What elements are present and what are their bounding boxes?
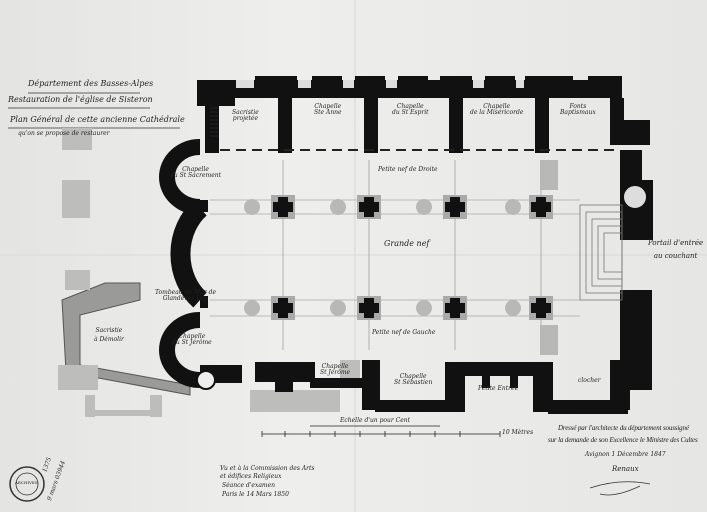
ghost-foundations [58, 128, 360, 417]
apses [159, 139, 207, 388]
signature-place-date: Avignon 1 Décembre 1847 [585, 451, 666, 458]
approval-line-2: et édifices Religieux [220, 473, 282, 480]
plan-subtitle: qu'on se propose de restaurer [18, 130, 110, 137]
approval-line-4: Paris le 14 Mars 1850 [222, 491, 289, 498]
scale-unit: 10 Mètres [502, 429, 534, 436]
project-title: Restauration de l'église de Sisteron [8, 95, 153, 104]
label-grande-nef: Grande nef [384, 239, 430, 248]
approval-line-3: Séance d'examen [222, 482, 276, 489]
spiral-staircase [622, 184, 648, 210]
stamp-text: ARCHIVES [15, 480, 38, 485]
portal-steps [579, 204, 623, 301]
department-title: Département des Basses-Alpes [28, 79, 154, 88]
label-petite-entree: Petite Entrée [478, 385, 519, 392]
label-clocher: clocher [578, 377, 601, 384]
stairs [210, 107, 218, 137]
signature-line-1: Dressé par l'architecte du département s… [558, 424, 689, 432]
label-petite-nef-gauche: Petite nef de Gauche [372, 329, 436, 336]
label-petite-nef-droite: Petite nef de Droite [378, 166, 438, 173]
signature-line-2: sur la demande de son Excellence le Mini… [548, 436, 698, 444]
sacristy-to-demolish [61, 282, 191, 396]
architect-signature: Renaux [612, 465, 639, 473]
plan-title: Plan Général de cette ancienne Cathédral… [10, 115, 185, 124]
approval-line-1: Vu et à la Commission des Arts [220, 465, 315, 472]
south-wall [200, 290, 652, 414]
piers [271, 195, 553, 320]
scale-bar [261, 425, 501, 437]
stair-turret [196, 370, 216, 390]
window-openings [236, 80, 524, 88]
ghost-piers [244, 160, 558, 355]
signature-flourish [589, 481, 651, 496]
scale-label: Echelle d'un pour Cent [340, 417, 411, 424]
archive-stamp [9, 466, 45, 502]
